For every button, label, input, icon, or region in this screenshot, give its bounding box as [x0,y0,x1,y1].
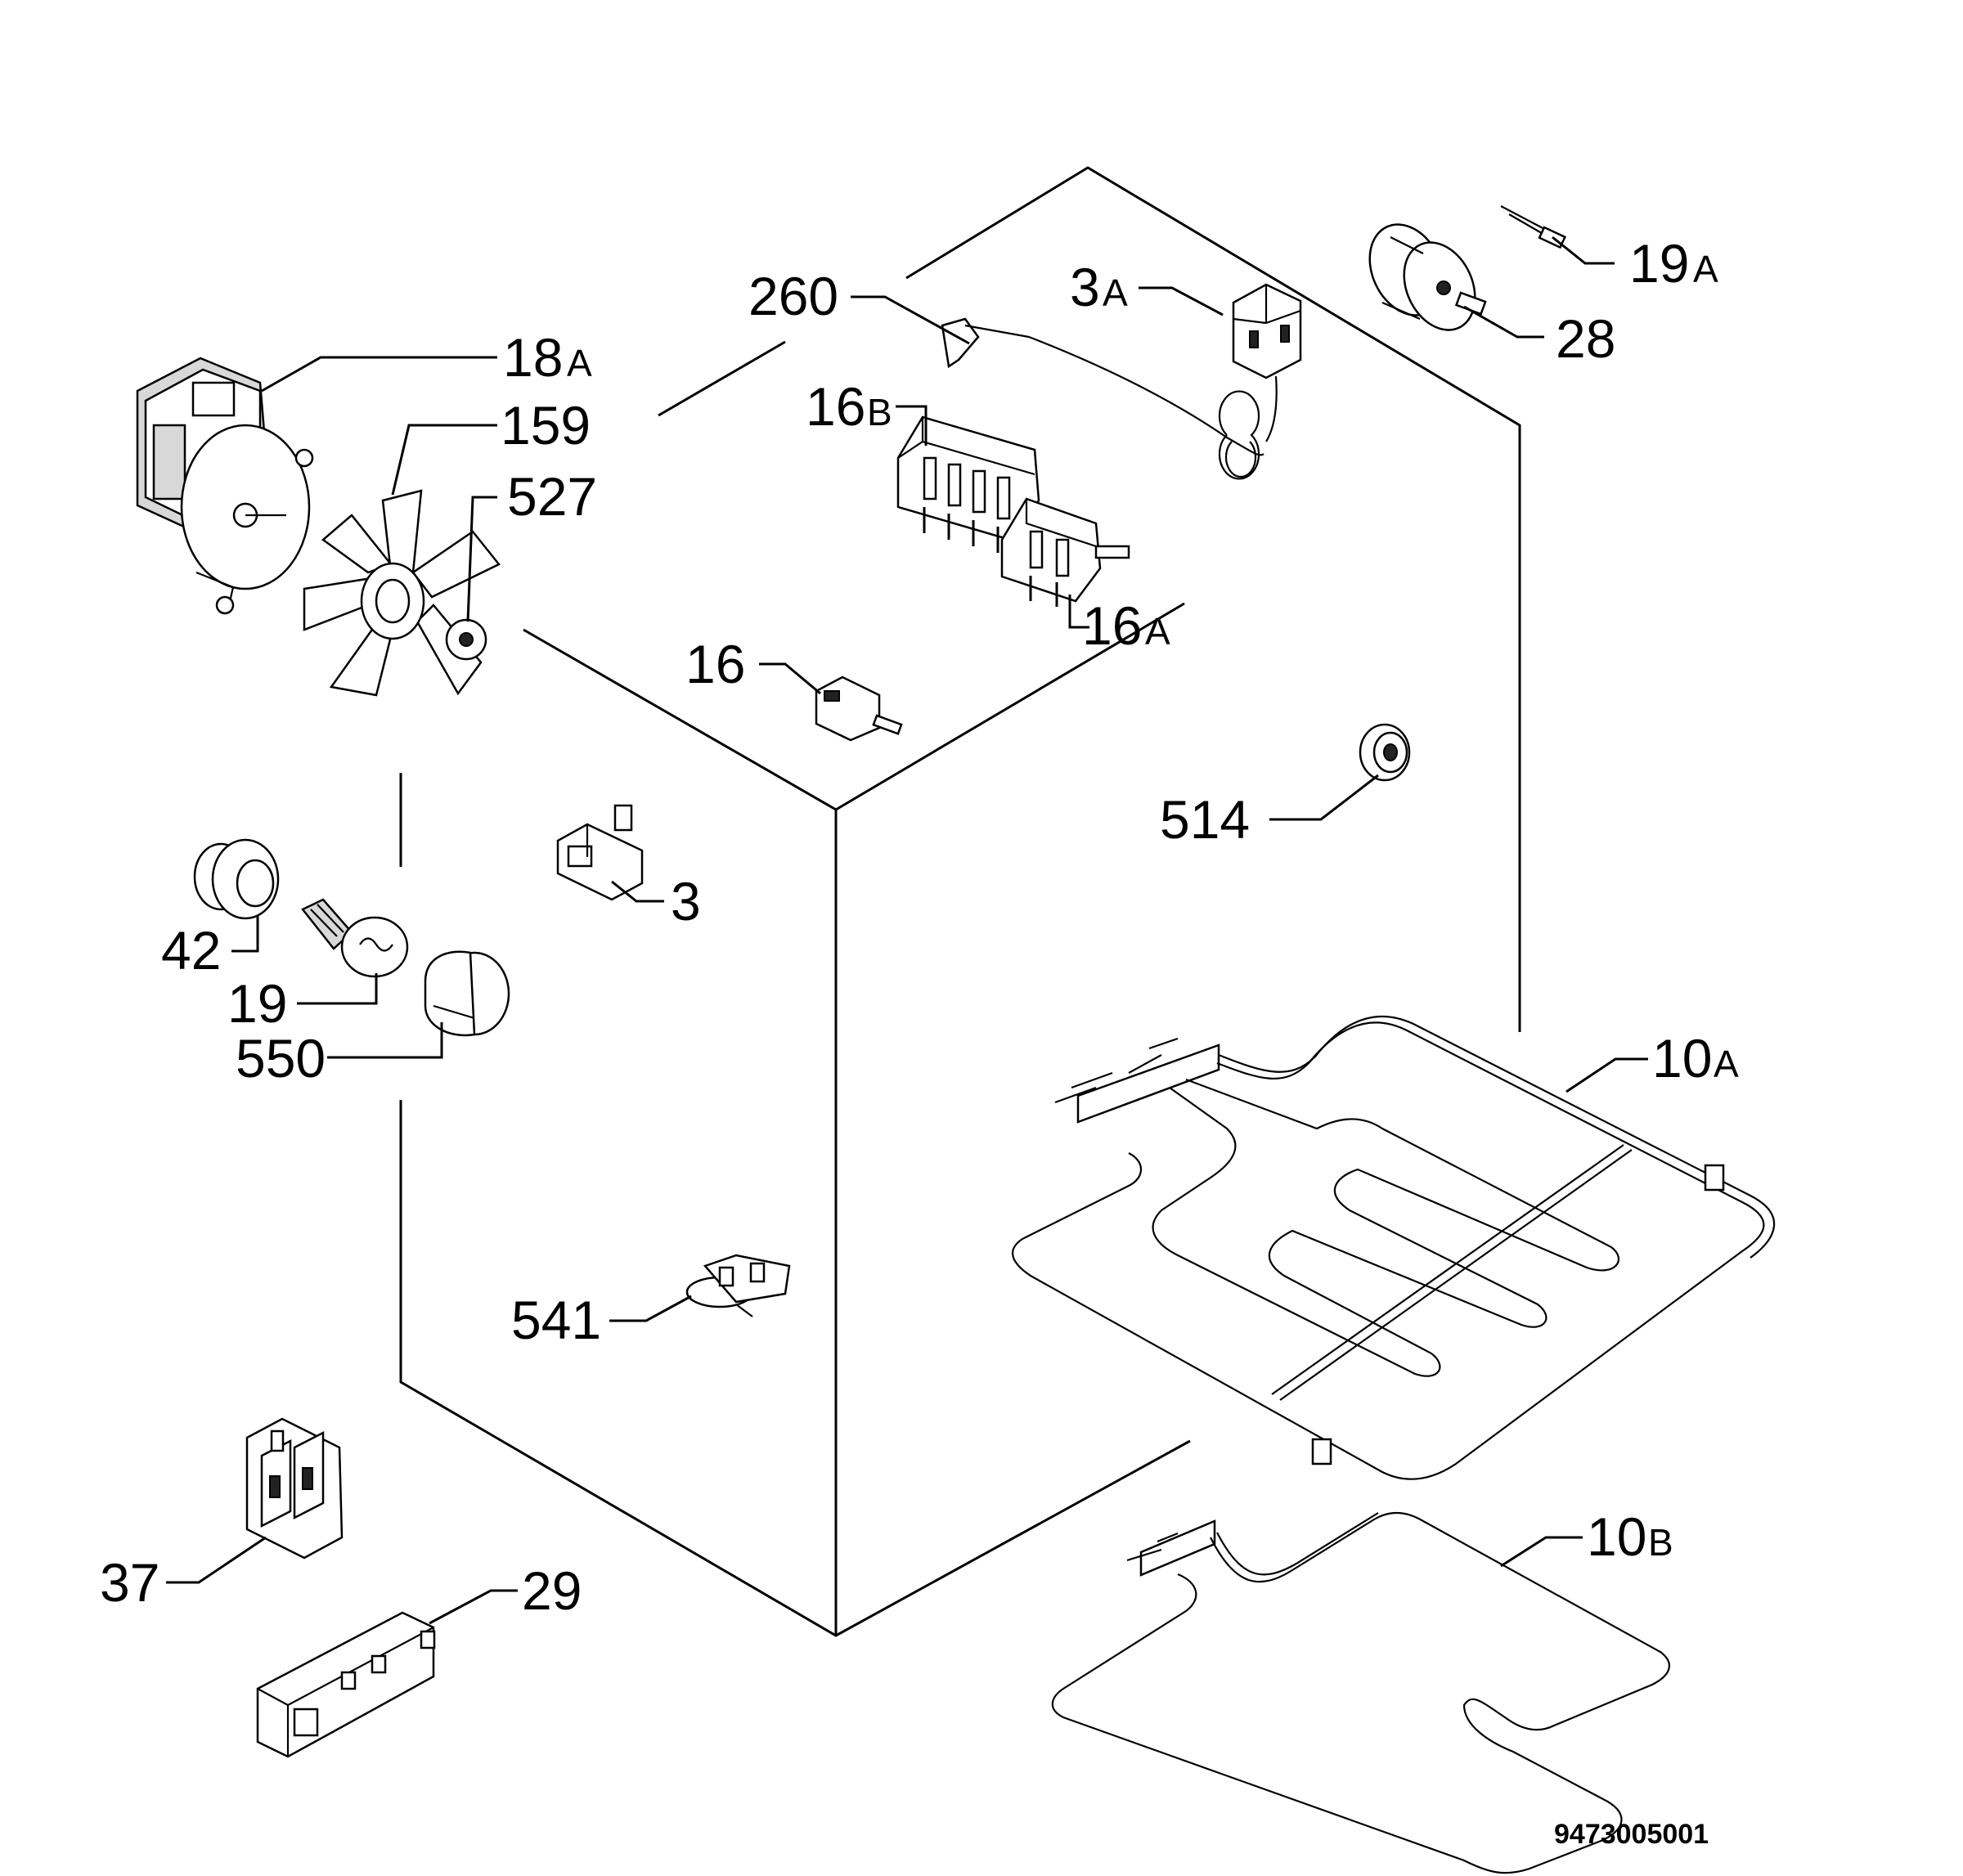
grill-element-10a-part [1012,1015,1775,1480]
label-42: 42 [161,920,221,981]
label-19: 19 [227,973,287,1034]
label-16a-letter: A [1145,610,1170,653]
label-18a-letter: A [567,342,592,384]
ignition-generator-29-part [256,1611,436,1758]
label-19a-number: 19 [1629,233,1689,294]
switch-block-37-part [245,1417,344,1560]
label-10a-number: 10 [1652,1028,1712,1088]
label-18a-number: 18 [503,327,563,388]
nut-527-part [445,618,487,661]
label-159: 159 [501,395,591,456]
oven-cabinet-outline [399,166,1521,1637]
label-37: 37 [100,1552,159,1613]
label-10b-letter: B [1648,1521,1673,1564]
lamp-cover-550-part [424,950,510,1037]
drawing-code: 9473005001 [1554,1819,1709,1850]
label-10b-number: 10 [1587,1506,1646,1567]
push-switch-16-part [815,675,903,742]
callout-labels: 260 3 A 19 A 28 18 A 159 527 16 B 16 A 1… [100,233,1739,1850]
label-3a-letter: A [1103,272,1128,314]
selector-switch-16a-part [1000,497,1130,607]
fan-motor-18a-part [136,357,314,615]
label-541: 541 [511,1290,601,1350]
callout-leader-lines [166,236,1648,1625]
label-16a-number: 16 [1082,595,1142,656]
label-19a-letter: A [1693,248,1718,290]
selector-switch-16b-part [896,415,1040,553]
label-16b-number: 16 [806,376,865,437]
lamp-bulb-19-part [301,898,409,978]
label-514: 514 [1160,789,1250,850]
wire-terminal-19a-part [1500,205,1567,249]
fan-blade-159-part [303,489,501,697]
label-3: 3 [671,871,701,931]
label-550: 550 [236,1028,326,1088]
label-29: 29 [522,1560,582,1621]
label-16b-letter: B [867,391,892,433]
thermostat-sensor-part [941,317,1264,480]
label-527: 527 [507,466,597,527]
label-16: 16 [685,634,745,694]
label-28: 28 [1556,308,1615,369]
label-3a-number: 3 [1070,257,1100,317]
switch-3-part [556,804,644,901]
lamp-socket-42-part [193,838,280,920]
lamp-holder-514-part [1359,723,1411,782]
timer-28-part [1368,223,1487,331]
connector-541-part [685,1254,791,1317]
label-10a-letter: A [1714,1043,1739,1085]
thermostat-3a-part [1232,283,1302,442]
bottom-element-10b-part [1051,1511,1670,1874]
label-260: 260 [748,266,838,326]
